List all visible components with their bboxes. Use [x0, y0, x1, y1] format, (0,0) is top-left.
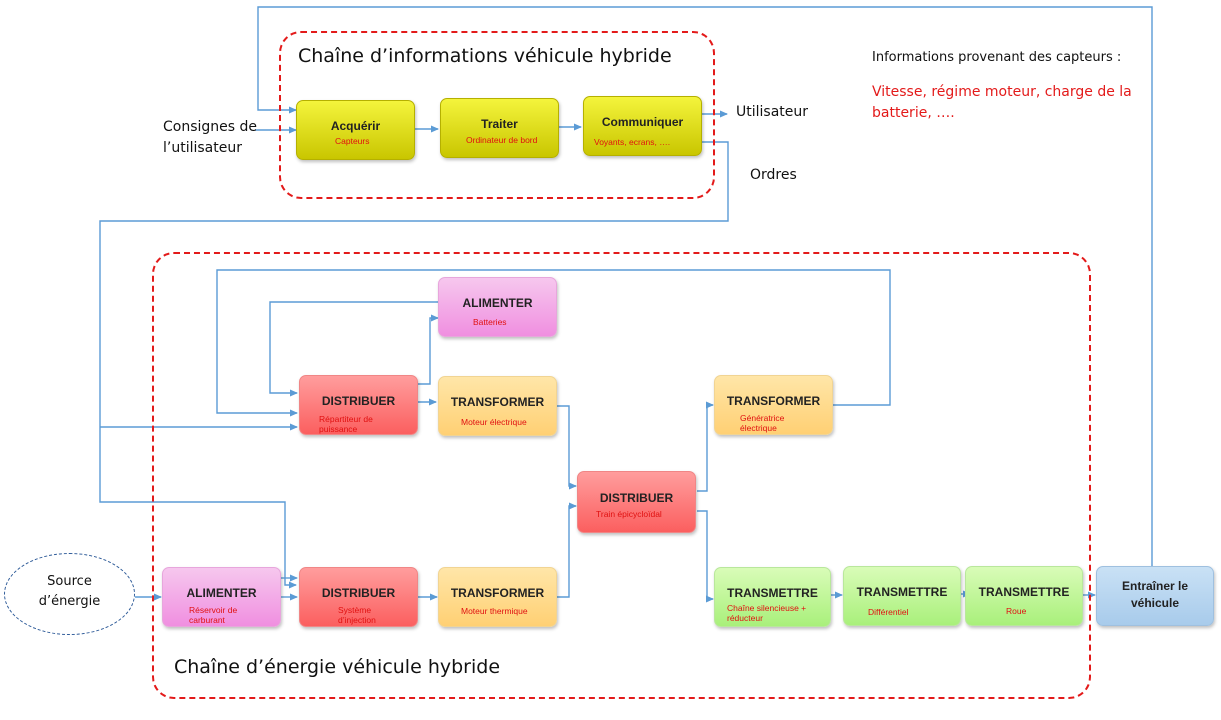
communiquer-sub: Voyants, ecrans, ….: [594, 137, 671, 147]
distribuer-injection-label: DISTRIBUER: [321, 586, 396, 600]
moteur-elec-train-line: [557, 405, 577, 490]
energy-chain-frame: [152, 252, 1091, 699]
energy-source-label: Source: [47, 574, 92, 589]
acquerir-block: Acquérir Capteurs: [296, 100, 415, 160]
info-chain-frame: [279, 31, 715, 199]
traiter-block: Traiter Ordinateur de bord: [440, 98, 559, 158]
moteur-therm-train-line: [557, 502, 577, 598]
repartiteur-batteries-line: [417, 314, 439, 385]
ordres-label: Ordres: [750, 167, 797, 183]
transformer-thermique-sub: Moteur thermique: [461, 606, 528, 616]
alimenter-reservoir-label: ALIMENTER: [186, 586, 257, 600]
distribuer-injection-block: DISTRIBUER Système d’injection: [299, 567, 418, 627]
feedback-loop-line: [257, 6, 1153, 566]
ordres-line: [99, 141, 729, 589]
transformer-thermique-label: TRANSFORMER: [450, 586, 545, 600]
acquerir-sub: Capteurs: [335, 136, 370, 146]
transmettre-differentiel-label: TRANSMETTRE: [856, 585, 948, 599]
transmettre-roue-label: TRANSMETTRE: [978, 585, 1070, 599]
transformer-thermique-block: TRANSFORMER Moteur thermique: [438, 567, 557, 627]
energy-chain-title: Chaîne d’énergie véhicule hybride: [174, 656, 501, 678]
batteries-return-line: [269, 301, 438, 397]
alimenter-batteries-label: ALIMENTER: [462, 296, 533, 310]
transformer-generatrice-block: TRANSFORMER Génératrice électrique: [714, 375, 833, 435]
transmettre-roue-block: TRANSMETTRE Roue: [965, 566, 1083, 626]
distribuer-train-block: DISTRIBUER Train épicycloïdal: [577, 471, 696, 533]
capteurs-title: Informations provenant des capteurs :: [872, 50, 1122, 65]
traiter-sub: Ordinateur de bord: [466, 135, 538, 145]
train-chaine-line: [697, 510, 714, 603]
alimenter-reservoir-sub: Réservoir de carburant: [189, 605, 238, 625]
utilisateur-label: Utilisateur: [736, 104, 809, 120]
entrainer-vehicule-label: Entraîner le: [1121, 579, 1189, 593]
capteurs-values-line2: batterie, ….: [872, 105, 955, 121]
transformer-generatrice-sub: Génératrice électrique: [740, 413, 785, 433]
distribuer-repartiteur-label: DISTRIBUER: [321, 394, 396, 408]
transformer-electrique-block: TRANSFORMER Moteur électrique: [438, 376, 557, 436]
communiquer-label: Communiquer: [601, 115, 684, 129]
transformer-generatrice-label: TRANSFORMER: [726, 394, 821, 408]
transmettre-chaine-block: TRANSMETTRE Chaîne silencieuse + réducte…: [714, 567, 831, 627]
energy-source-label-2: d’énergie: [38, 594, 101, 609]
consignes-label-2: l’utilisateur: [163, 140, 242, 156]
transformer-electrique-sub: Moteur électrique: [461, 417, 527, 427]
alimenter-reservoir-block: ALIMENTER Réservoir de carburant: [162, 567, 281, 627]
transmettre-differentiel-sub: Différentiel: [868, 607, 909, 617]
transmettre-differentiel-block: TRANSMETTRE Différentiel: [843, 566, 961, 626]
distribuer-injection-sub: Système d’injection: [338, 605, 376, 625]
distribuer-train-sub: Train épicycloïdal: [596, 509, 662, 519]
alimenter-batteries-sub: Batteries: [473, 317, 507, 327]
energy-source-ellipse: Source d’énergie: [4, 553, 135, 635]
info-chain-title: Chaîne d’informations véhicule hybride: [298, 45, 672, 67]
distribuer-repartiteur-sub: Répartiteur de puissance: [319, 414, 373, 434]
consignes-label: Consignes de: [163, 119, 258, 135]
capteurs-values-line1: Vitesse, régime moteur, charge de la: [872, 84, 1132, 100]
communiquer-block: Communiquer Voyants, ecrans, ….: [583, 96, 702, 156]
transmettre-chaine-label: TRANSMETTRE: [727, 586, 818, 600]
distribuer-train-label: DISTRIBUER: [599, 491, 674, 505]
alimenter-batteries-block: ALIMENTER Batteries: [438, 277, 557, 337]
train-generatrice-line: [697, 401, 714, 492]
entrainer-vehicule-block: Entraîner le véhicule: [1096, 566, 1214, 626]
distribuer-repartiteur-block: DISTRIBUER Répartiteur de puissance: [299, 375, 418, 435]
generatrice-loop-line: [216, 269, 891, 417]
transformer-electrique-label: TRANSFORMER: [450, 395, 545, 409]
entrainer-vehicule-label-2: véhicule: [1130, 596, 1180, 610]
transmettre-roue-sub: Roue: [1006, 606, 1027, 616]
acquerir-label: Acquérir: [330, 119, 381, 133]
traiter-label: Traiter: [481, 117, 518, 131]
transmettre-chaine-sub: Chaîne silencieuse + réducteur: [727, 603, 807, 623]
